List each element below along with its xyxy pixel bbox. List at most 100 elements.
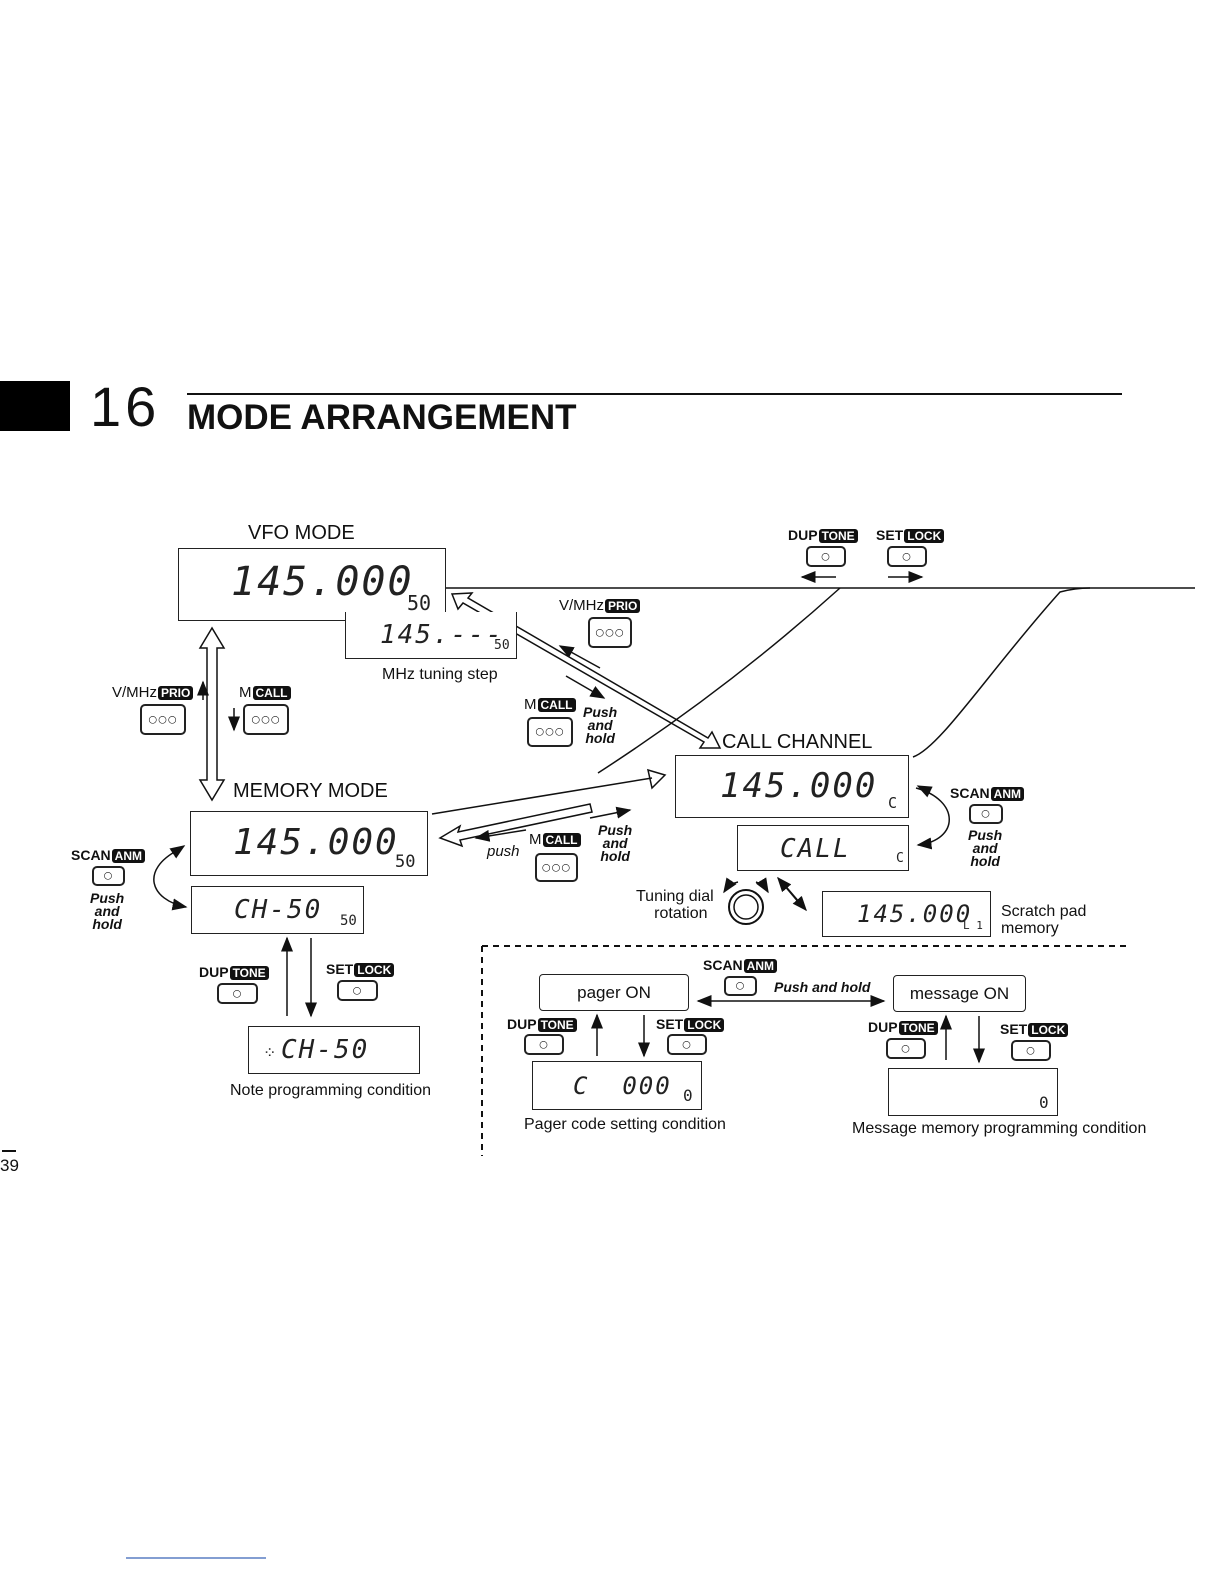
memory-channel-text: CH-50 <box>234 895 323 925</box>
scratch-sub: L 1 <box>963 919 983 932</box>
memory-mode-label: MEMORY MODE <box>233 780 388 802</box>
m-call-key-lower[interactable]: ○○○ <box>535 853 578 882</box>
prio-tag: PRIO <box>605 599 641 613</box>
push-word: Push <box>90 890 125 906</box>
set-text: SET <box>656 1016 684 1032</box>
hold-word: hold <box>585 730 615 746</box>
vmhz-key-left[interactable]: ○○○ <box>140 704 186 735</box>
set-text: SET <box>1000 1021 1028 1037</box>
mhz-step-frequency: 145.--- <box>380 620 504 650</box>
message-memory-display: 0 <box>888 1068 1058 1116</box>
m-call-key-middle[interactable]: ○○○ <box>527 717 573 747</box>
note-blink-icon: ⁘ <box>263 1043 277 1062</box>
dup-text: DUP <box>507 1016 537 1032</box>
memory-frequency: 145.000 <box>233 822 399 863</box>
dup-key-memory[interactable]: ○ <box>217 983 258 1004</box>
m-text: M <box>529 831 542 848</box>
m-text: M <box>524 696 537 713</box>
call-tag: CALL <box>542 833 581 847</box>
scratch-pad-line2: memory <box>1001 920 1059 937</box>
section-marker-block <box>0 381 70 431</box>
push-hold-middle: Push and hold <box>583 704 618 746</box>
memory-channel-display: CH-50 50 <box>191 886 364 934</box>
set-key-top[interactable]: ○ <box>887 546 927 567</box>
call-text: CALL <box>780 834 851 864</box>
scratch-pad-label: Scratch pad memory <box>1001 903 1086 937</box>
dup-key-pager[interactable]: ○ <box>524 1034 564 1055</box>
anm-tag: ANM <box>111 849 145 863</box>
section-title: MODE ARRANGEMENT <box>187 398 577 437</box>
pager-code-setting-label: Pager code setting condition <box>524 1116 726 1133</box>
note-programming-label: Note programming condition <box>230 1082 431 1099</box>
note-channel-text: CH-50 <box>281 1035 370 1065</box>
hold-word: hold <box>600 848 630 864</box>
mhz-step-sub: 50 <box>494 638 510 653</box>
anm-tag: ANM <box>743 959 777 973</box>
vfo-channel-sub: 50 <box>407 591 432 615</box>
tone-tag: TONE <box>898 1021 938 1035</box>
lock-tag: LOCK <box>1028 1023 1069 1037</box>
set-key-memory[interactable]: ○ <box>337 980 378 1001</box>
mhz-tuning-step-label: MHz tuning step <box>382 666 498 683</box>
anm-tag: ANM <box>990 787 1024 801</box>
call-channel-label: CALL CHANNEL <box>722 731 873 753</box>
scan-key-pager[interactable]: ○ <box>724 976 757 996</box>
hold-word: hold <box>92 916 122 932</box>
tuning-dial-line2: rotation <box>654 905 708 922</box>
memory-display: 145.000 50 <box>190 811 428 876</box>
set-key-pager[interactable]: ○ <box>667 1034 707 1055</box>
push-hold-lower: Push and hold <box>598 823 632 864</box>
call-tag: CALL <box>537 698 576 712</box>
tone-tag: TONE <box>537 1018 577 1032</box>
push-hold-left: Push and hold <box>90 890 125 932</box>
push-hold-right: Push and hold <box>968 828 1002 868</box>
push-word: Push <box>583 704 618 720</box>
dup-key-message[interactable]: ○ <box>886 1038 926 1059</box>
and-word: and <box>602 835 628 851</box>
memory-channel-sub: 50 <box>395 852 416 872</box>
vmhz-text: V/MHz <box>112 684 157 701</box>
pager-on-box: pager ON <box>539 974 689 1011</box>
vfo-frequency: 145.000 <box>231 559 414 605</box>
message-memory-programming-label: Message memory programming condition <box>852 1120 1147 1137</box>
tone-tag: TONE <box>229 966 269 980</box>
lock-tag: LOCK <box>354 963 395 977</box>
dup-key-top[interactable]: ○ <box>806 546 846 567</box>
call-tag: CALL <box>252 686 291 700</box>
tuning-dial-knob[interactable] <box>728 889 764 925</box>
pager-code-display: C 000 0 <box>532 1061 702 1110</box>
tuning-dial-line1: Tuning dial <box>636 888 714 905</box>
set-text: SET <box>326 961 354 977</box>
pager-blink-digit: 0 <box>683 1086 693 1105</box>
scan-key-left[interactable]: ○ <box>92 866 125 886</box>
push-and-hold-inline: Push and hold <box>774 979 871 995</box>
m-call-key-left[interactable]: ○○○ <box>243 704 289 735</box>
lock-tag: LOCK <box>904 529 945 543</box>
vmhz-key-top[interactable]: ○○○ <box>588 617 632 648</box>
vfo-display: 145.000 50 <box>178 548 446 621</box>
and-word: and <box>587 717 613 733</box>
lock-tag: LOCK <box>684 1018 725 1032</box>
dup-text: DUP <box>788 527 818 543</box>
scan-key-right[interactable]: ○ <box>969 804 1003 824</box>
scan-text: SCAN <box>950 785 990 801</box>
tone-tag: TONE <box>818 529 858 543</box>
set-key-message[interactable]: ○ <box>1011 1040 1051 1061</box>
and-word: and <box>94 903 120 919</box>
prio-tag: PRIO <box>158 686 194 700</box>
section-number: 16 <box>90 375 161 438</box>
